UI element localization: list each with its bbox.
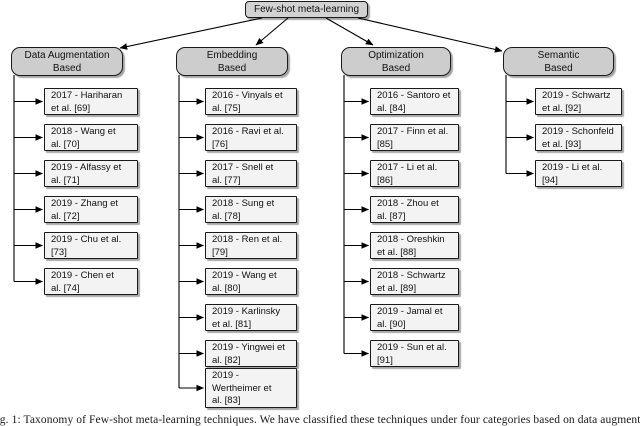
paper-node: 2018 - Zhou et al. [87] [370,196,459,223]
paper-node: 2019 - Zhang et al. [72] [44,196,138,223]
paper-node: 2019 - Alfassy et al. [71] [44,160,138,187]
paper-node: 2016 - Ravi et al. [76] [205,124,297,151]
paper-node: 2018 - Wang et al. [70] [44,124,138,151]
paper-node: 2019 - Schwartz et al. [92] [535,88,622,115]
paper-node: 2018 - Ren et al. [79] [205,232,297,259]
paper-node: 2019 - Li et al. [94] [535,160,622,187]
category-node-embedding-based: Embedding Based [176,47,288,76]
connector-line [119,17,263,50]
paper-node: 2018 - Schwartz et al. [89] [370,268,459,295]
paper-node: 2019 - Schonfeld et al. [93] [535,124,622,151]
connector-line [325,17,374,46]
connector-line [255,17,289,46]
paper-node: 2018 - Sung et al. [78] [205,196,297,223]
paper-node: 2019 - Chu et al. [73] [44,232,138,259]
paper-node: 2017 - Finn et al. [85] [370,124,459,151]
paper-node: 2017 - Snell et al. [77] [205,160,297,187]
root-node: Few-shot meta-learning [245,1,368,18]
paper-node: 2016 - Vinyals et al. [75] [205,88,297,115]
paper-node: 2019 - Karlinsky et al. [81] [205,304,297,331]
category-node-optimization-based: Optimization Based [341,47,451,76]
paper-node: 2019 - Wang et al. [80] [205,268,297,295]
paper-node: 2017 - Hariharan et al. [69] [44,88,138,115]
figure-caption: Fig. 1: Taxonomy of Few-shot meta-learni… [0,414,640,426]
paper-node: 2019 - Yingwei et al. [82] [205,340,297,367]
category-node-data-augmentation-based: Data Augmentation Based [11,47,123,76]
paper-node: 2016 - Santoro et al. [84] [370,88,459,115]
paper-node: 2017 - Li et al. [86] [370,160,459,187]
paper-node: 2019 - Jamal et al. [90] [370,304,459,331]
paper-node: 2018 - Oreshkin et al. [88] [370,232,459,259]
paper-node: 2019 - Sun et al. [91] [370,340,459,367]
connector-line [357,17,503,53]
paper-node: 2019 - Wertheimer et al. [83] [205,368,297,408]
category-node-semantic-based: Semantic Based [503,47,614,76]
paper-node: 2019 - Chen et al. [74] [44,268,138,295]
